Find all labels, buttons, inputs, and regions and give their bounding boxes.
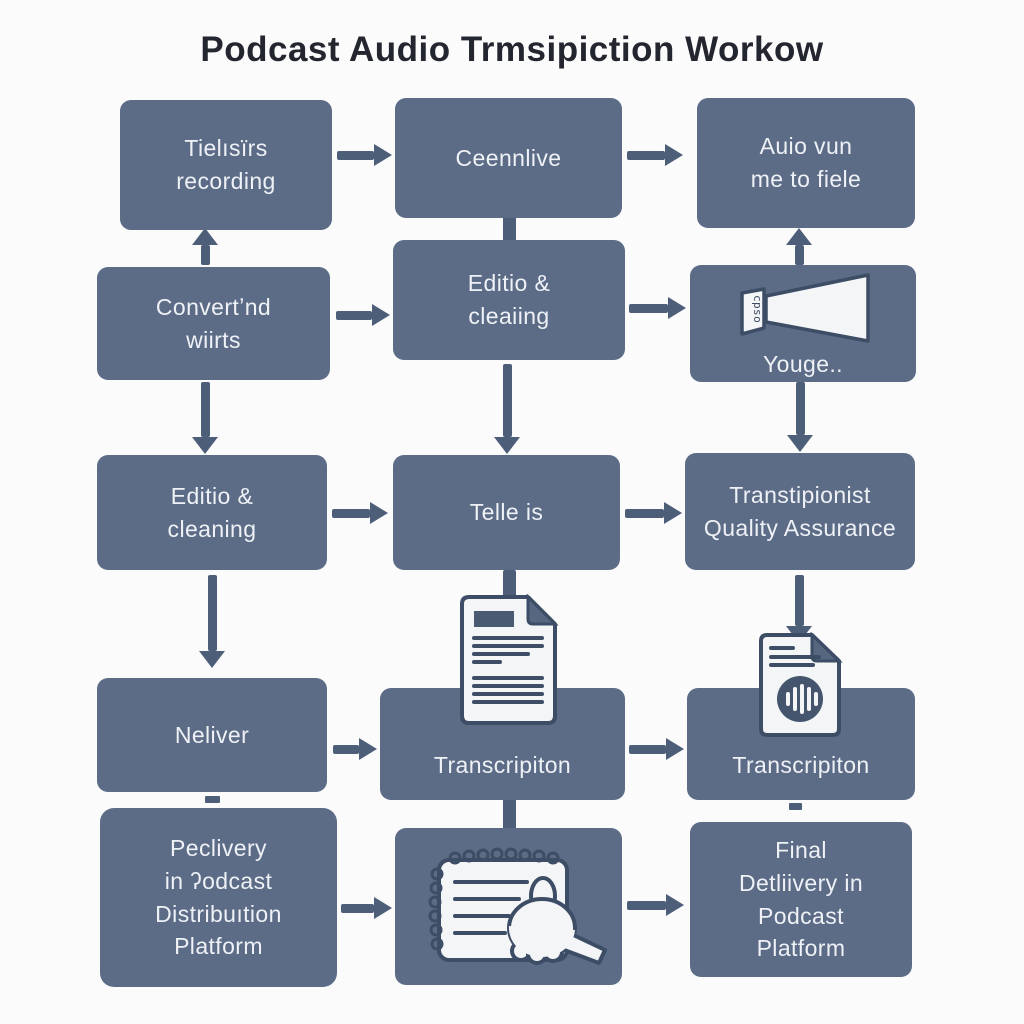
arrow-convert-up-to-recording — [192, 228, 218, 265]
arrow-cleaning-to-telle — [332, 502, 388, 524]
arrow-editio-down-to-telle — [494, 364, 520, 454]
node-ceennlive-label: Ceennlive — [455, 144, 562, 171]
node-recording: Tielısïrs recording — [120, 100, 332, 230]
node-telle-label: Telle is — [469, 499, 544, 526]
arrow-recording-to-ceennlive — [337, 144, 392, 166]
arrow-megaphone-down-to-qa — [787, 382, 813, 452]
connector-dash-transcription-to-final — [789, 803, 802, 810]
notebook-pen-icon — [428, 847, 607, 965]
node-recording-label: Tielısïrs recording — [176, 135, 276, 194]
node-quality-assurance-label: Transtipionist Quality Assurance — [703, 481, 897, 541]
node-audio-run: Auio vun me to fiele — [697, 98, 915, 228]
node-neliver-label: Neliver — [174, 721, 250, 748]
node-notebook — [395, 828, 622, 985]
node-peclivery-label: Peclivery in ʔodcast Distribuıtion Platf… — [155, 835, 282, 960]
node-transcription-right-label: Transcripiton — [732, 752, 870, 779]
arrow-editio-to-megaphone — [629, 297, 686, 319]
arrow-convert-down-to-cleaning — [192, 382, 218, 454]
connector-ceennlive-to-editio — [503, 216, 516, 243]
audio-file-icon — [759, 632, 843, 737]
connector-telle-to-document-icon — [503, 570, 516, 600]
node-editio-cleaning: Editio & cleaning — [97, 455, 327, 570]
node-neliver: Neliver — [97, 678, 327, 792]
megaphone-icon-text: cpso — [751, 295, 764, 323]
node-peclivery: Peclivery in ʔodcast Distribuıtion Platf… — [100, 808, 337, 987]
arrow-peclivery-to-notebook — [341, 897, 392, 919]
document-icon — [460, 594, 559, 725]
node-editio-cleaning-label: Editio & cleaning — [167, 482, 257, 542]
node-megaphone-label: Youge.. — [763, 351, 843, 378]
arrow-convert-to-editio — [336, 304, 390, 326]
megaphone-icon: cpso — [740, 273, 870, 343]
arrow-transcription-to-transcription — [629, 738, 684, 760]
node-final-delivery-label: Final Detliivery in Podcast Platform — [738, 837, 864, 962]
node-transcription-mid-label: Transcripiton — [433, 752, 572, 779]
arrow-cleaning-down-to-neliver — [199, 575, 225, 668]
arrow-notebook-to-final — [627, 894, 684, 916]
arrow-neliver-to-transcription — [333, 738, 377, 760]
connector-dash-neliver-to-peclivery — [205, 796, 220, 803]
node-megaphone: cpso Youge.. — [690, 265, 916, 382]
node-editio-cleaiing: Editio & cleaiing — [393, 240, 625, 360]
arrow-megaphone-up-to-audio-run — [786, 228, 812, 265]
arrow-ceennlive-to-audio-run — [627, 144, 683, 166]
node-quality-assurance: Transtipionist Quality Assurance — [685, 453, 915, 570]
node-telle: Telle is — [393, 455, 620, 570]
arrow-telle-to-qa — [625, 502, 682, 524]
node-final-delivery: Final Detliivery in Podcast Platform — [690, 822, 912, 977]
connector-transcription-to-notebook — [503, 798, 516, 830]
node-editio-cleaiing-label: Editio & cleaiing — [467, 270, 551, 329]
node-audio-run-label: Auio vun me to fiele — [750, 133, 862, 192]
node-convert-label: Convertʼnd wiirts — [155, 293, 272, 353]
node-convert: Convertʼnd wiirts — [97, 267, 330, 380]
page-title: Podcast Audio Trmsipiction Workow — [200, 30, 824, 69]
node-ceennlive: Ceennlive — [395, 98, 622, 218]
